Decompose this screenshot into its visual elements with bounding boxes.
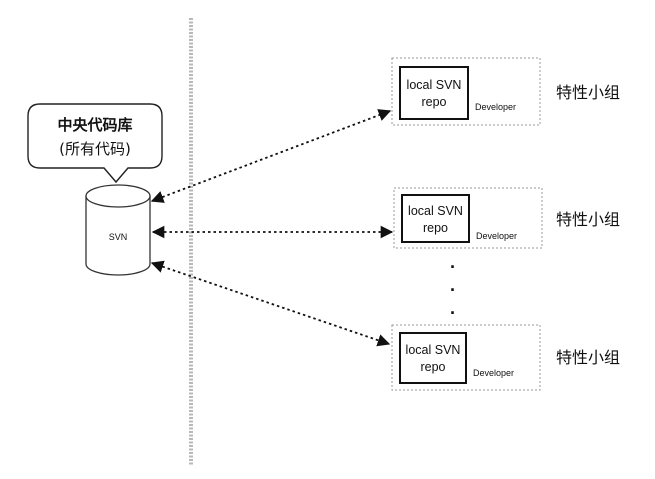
local-repo-label-line1: local SVN bbox=[407, 78, 462, 92]
ellipsis-dot: · bbox=[450, 303, 456, 323]
team-label: 特性小组 bbox=[556, 210, 620, 229]
local-repo-label-line2: repo bbox=[421, 95, 446, 109]
feature-team-1: local SVN repo Developer 特性小组 bbox=[391, 57, 620, 126]
developer-label: Developer bbox=[476, 231, 517, 241]
central-repo-callout: 中央代码库 (所有代码) bbox=[27, 103, 163, 184]
connection-arrow-team-3 bbox=[150, 260, 391, 347]
local-repo-label-line1: local SVN bbox=[408, 204, 463, 218]
more-teams-ellipsis: · · · bbox=[450, 257, 456, 323]
cylinder-top bbox=[85, 184, 151, 208]
svn-db-label: SVN bbox=[109, 232, 128, 242]
central-repo-title: 中央代码库 bbox=[57, 116, 132, 134]
local-repo-box bbox=[399, 66, 469, 120]
local-repo-box bbox=[399, 332, 467, 384]
local-repo-box bbox=[401, 194, 470, 243]
svn-database-icon: SVN bbox=[85, 184, 151, 276]
developer-label: Developer bbox=[473, 368, 514, 378]
team-label: 特性小组 bbox=[556, 348, 620, 367]
feature-team-3: local SVN repo Developer 特性小组 bbox=[391, 324, 620, 391]
team-label: 特性小组 bbox=[556, 83, 620, 102]
ellipsis-dot: · bbox=[450, 280, 456, 300]
cylinder-body bbox=[85, 196, 151, 276]
local-repo-label-line2: repo bbox=[420, 360, 445, 374]
team-boundary bbox=[393, 187, 543, 249]
central-repo-subtitle: (所有代码) bbox=[59, 140, 131, 158]
local-repo-label-line2: repo bbox=[423, 221, 448, 235]
local-repo-label-line1: local SVN bbox=[406, 343, 461, 357]
team-boundary bbox=[391, 57, 541, 126]
developer-label: Developer bbox=[475, 102, 516, 112]
connection-arrow-team-1 bbox=[150, 109, 392, 203]
ellipsis-dot: · bbox=[450, 257, 456, 277]
team-boundary bbox=[391, 324, 541, 391]
feature-team-2: local SVN repo Developer 特性小组 bbox=[393, 187, 620, 249]
